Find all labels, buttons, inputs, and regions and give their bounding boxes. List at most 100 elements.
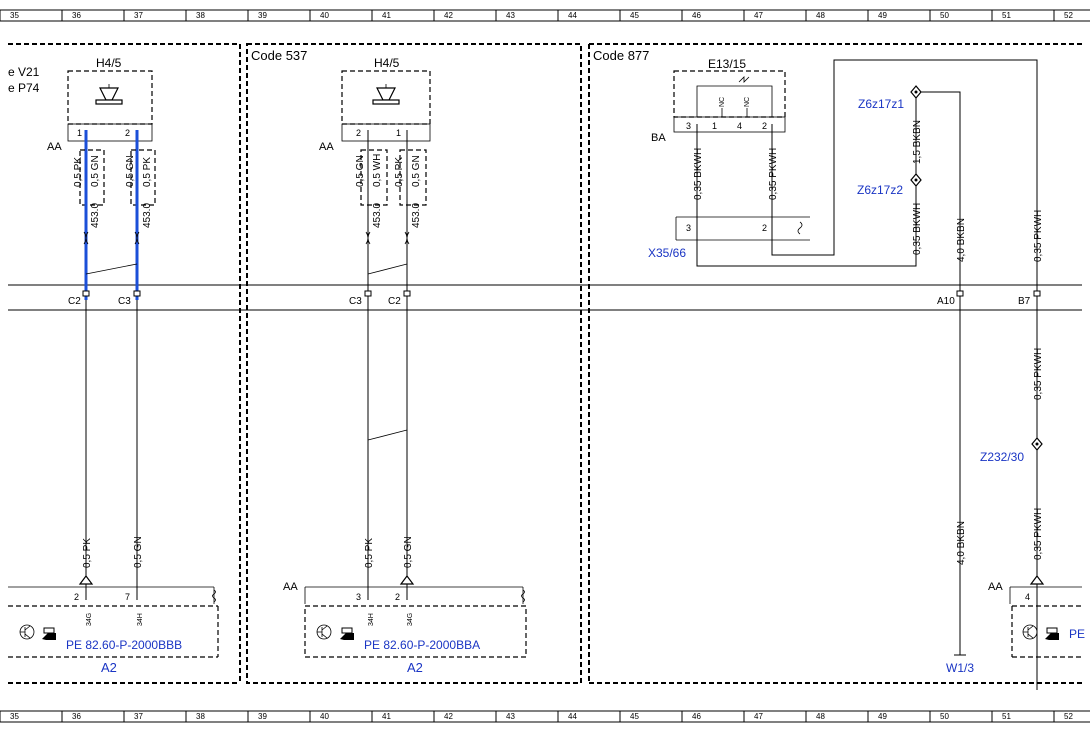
ruler-number: 50 [940, 712, 949, 721]
wire-label: 0,5 PK [394, 157, 405, 187]
twist-symbol [83, 231, 140, 245]
pin-label: B7 [1018, 296, 1031, 307]
pin-label: C3 [118, 296, 131, 307]
signal-arrow [78, 575, 94, 585]
section-label-p74: e P74 [8, 81, 40, 95]
ruler-number: 48 [816, 11, 825, 20]
pin-label: 2 [125, 128, 130, 138]
wire-label: 4,0 BKBN [956, 218, 967, 262]
wire-label: 0,5 WH [372, 154, 383, 187]
wire-label: 0,35 BKWH [912, 203, 923, 255]
ruler-number: 50 [940, 11, 949, 20]
ruler-number: 51 [1002, 11, 1011, 20]
pin-label: 2 [356, 128, 361, 138]
wire-label: 0,5 PK [73, 157, 84, 187]
ruler-number: 52 [1064, 712, 1073, 721]
pin-label: A10 [937, 296, 955, 307]
ground-ref-w1-3[interactable]: W1/3 [946, 661, 974, 675]
wire-pkwh [771, 59, 1038, 690]
document-reference-link[interactable]: PE [1069, 627, 1085, 641]
ruler-number: 46 [692, 11, 701, 20]
switch-e13-15: E13/15 NC NC 3 1 4 2 BA [651, 57, 786, 144]
pin-label: NC [744, 97, 751, 107]
twist-label: 453.0 [142, 203, 153, 228]
module-ref-a2-mid[interactable]: A2 [407, 660, 423, 675]
ruler-number: 35 [10, 712, 19, 721]
horn-mid: H4/5 2 1 AA [319, 56, 431, 153]
wire-label: 0,5 PK [142, 157, 153, 187]
connector-code-ba: BA [651, 132, 666, 144]
ruler-number: 42 [444, 712, 453, 721]
ruler-number: 35 [10, 11, 19, 20]
wire-label: 0,5 PK [364, 538, 375, 568]
ruler-number: 45 [630, 11, 639, 20]
horn-mid-label: H4/5 [374, 56, 400, 70]
document-reference-icon [1045, 627, 1059, 640]
ruler-number: 38 [196, 712, 205, 721]
ruler-number: 46 [692, 712, 701, 721]
horn-left-label: H4/5 [96, 56, 122, 70]
ruler-number: 49 [878, 712, 887, 721]
twisted-pair-link [85, 263, 138, 275]
wire-label: 0,35 PKWH [1033, 348, 1044, 400]
ruler-number: 39 [258, 712, 267, 721]
ruler-number: 39 [258, 11, 267, 20]
transistor-icon [1022, 624, 1038, 640]
pin-label: 7 [125, 592, 130, 602]
ruler-number: 36 [72, 712, 81, 721]
ruler-number: 48 [816, 712, 825, 721]
ruler-number: 49 [878, 11, 887, 20]
splice-ref-z232-30[interactable]: Z232/30 [980, 450, 1024, 464]
ruler-number: 45 [630, 712, 639, 721]
pin-label: 2 [762, 121, 767, 131]
ruler-number: 43 [506, 11, 515, 20]
wire-label: 0,5 GN [403, 536, 414, 568]
module-left: 2 7 34G 34H PE 82.60-P-2000BBB [8, 586, 219, 658]
ruler-number: 52 [1064, 11, 1073, 20]
pin-label: 34G [86, 613, 93, 626]
transistor-icon [19, 624, 35, 640]
ruler-number: 44 [568, 11, 577, 20]
connector-code-aa: AA [988, 581, 1003, 593]
wire-label: 0,5 GN [355, 155, 366, 187]
pin-label: 3 [356, 592, 361, 602]
wire-label: 0,5 GN [411, 155, 422, 187]
ruler-number: 40 [320, 712, 329, 721]
section-label-code-877: Code 877 [593, 48, 649, 63]
pin-label: 1 [712, 121, 717, 131]
horn-left: H4/5 1 2 AA [47, 56, 153, 153]
module-mid: AA 3 2 34H 34G PE 82.60-P-2000BBA [283, 581, 527, 658]
splice-ref-z6z17z2[interactable]: Z6z17z2 [857, 183, 903, 197]
pin-label: 2 [395, 592, 400, 602]
module-ref-a2-left[interactable]: A2 [101, 660, 117, 675]
pin-label: 34H [137, 613, 144, 626]
signal-arrow [399, 575, 415, 585]
document-reference-link[interactable]: PE 82.60-P-2000BBA [364, 638, 480, 652]
connector-ref-x35-66[interactable]: X35/66 [648, 246, 686, 260]
connector-x35-66: 3 2 [675, 216, 810, 241]
document-reference-icon [42, 627, 56, 640]
ruler-number: 44 [568, 712, 577, 721]
ruler-number: 36 [72, 11, 81, 20]
wire-label: 0,35 PKWH [1033, 508, 1044, 560]
pin-label: 34H [368, 613, 375, 626]
wire-label: 0,35 PKWH [768, 148, 779, 200]
wire-label: 0,5 GN [133, 536, 144, 568]
splice-ref-z6z17z1[interactable]: Z6z17z1 [858, 97, 904, 111]
connector-code-aa: AA [283, 581, 298, 593]
transistor-icon [316, 624, 332, 640]
ruler-number: 37 [134, 712, 143, 721]
pin-label: C3 [349, 296, 362, 307]
horn-icon [95, 84, 123, 105]
twist-label: 453.0 [90, 203, 101, 228]
signal-arrow [1029, 575, 1045, 585]
connector-code-aa: AA [319, 141, 334, 153]
switch-icon [738, 76, 750, 83]
pin-label: C2 [388, 296, 401, 307]
pin-label: 3 [686, 121, 691, 131]
twist-symbol [365, 231, 410, 245]
document-reference-link[interactable]: PE 82.60-P-2000BBB [66, 638, 182, 652]
ruler-number: 41 [382, 712, 391, 721]
document-reference-icon [340, 627, 354, 640]
